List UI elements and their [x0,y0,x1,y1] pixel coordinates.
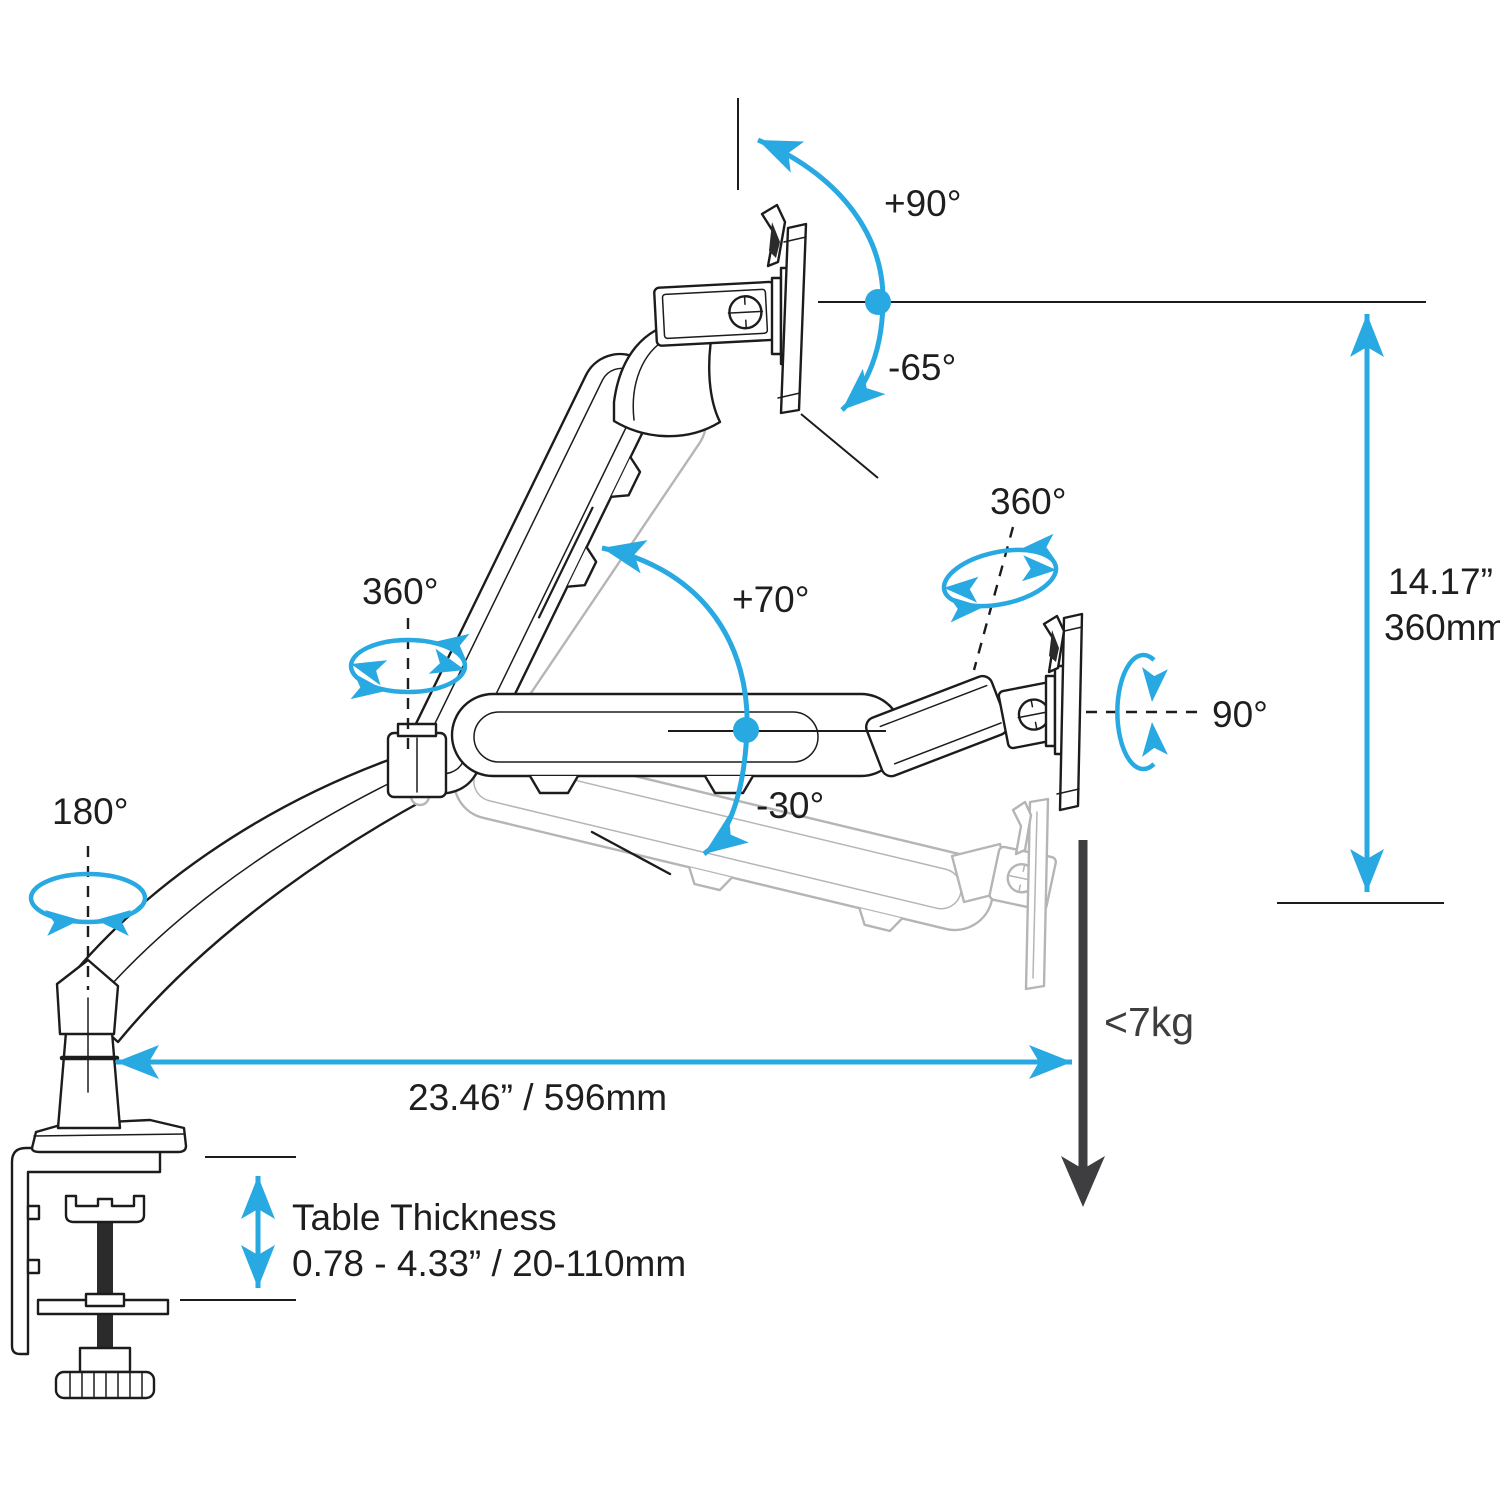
clamp-pad-bracket [64,1194,146,1224]
label-head-swivel: 360° [990,481,1067,522]
pivot-ellipse-vesa [1115,652,1168,772]
clamp-knob [54,1370,156,1400]
label-reach: 23.46” / 596mm [408,1077,667,1118]
label-lift-down: -30° [756,785,824,826]
clamp-screw-rod-lower [97,1314,113,1348]
elbow-joint [386,722,448,807]
label-lift-up: +70° [732,579,810,620]
vesa-plate-top [779,222,808,415]
label-elbow-swivel: 360° [362,571,439,612]
vesa-plate-ghost [1024,797,1050,991]
rotation-ellipse-head [933,529,1068,627]
label-table-thickness-title: Table Thickness [292,1197,557,1238]
knob-stem [78,1346,132,1374]
desk-clamp [10,1146,170,1400]
lift-arc [601,540,750,857]
tilt-leader-line [800,413,879,479]
vesa-plate-right [1058,612,1084,812]
base-column [55,958,122,1130]
label-screen-pivot: 90° [1212,694,1268,735]
label-base-rotation: 180° [52,791,129,832]
label-tilt-up: +90° [884,183,962,224]
tilt-pivot-dot [865,289,891,315]
clamp-screw-rod [97,1222,113,1306]
screw-washer [84,1292,126,1308]
label-tilt-down: -65° [888,347,956,388]
tilt-arc [757,137,886,412]
weight-arrow [1061,840,1105,1207]
ghost-monitor-clip [1011,800,1033,856]
monitor-mount-right [865,612,1084,812]
label-height-range-in: 14.17” [1388,561,1493,602]
label-max-weight: <7kg [1104,999,1194,1045]
base-bend [55,958,120,1036]
monitor-mount-top [612,203,808,438]
head-neck [612,320,722,438]
rotation-ellipse-base [28,871,148,936]
lift-pivot-dot [733,717,759,743]
label-height-range-mm: 360mm [1384,607,1500,648]
label-table-thickness-range: 0.78 - 4.33” / 20-110mm [292,1243,686,1284]
